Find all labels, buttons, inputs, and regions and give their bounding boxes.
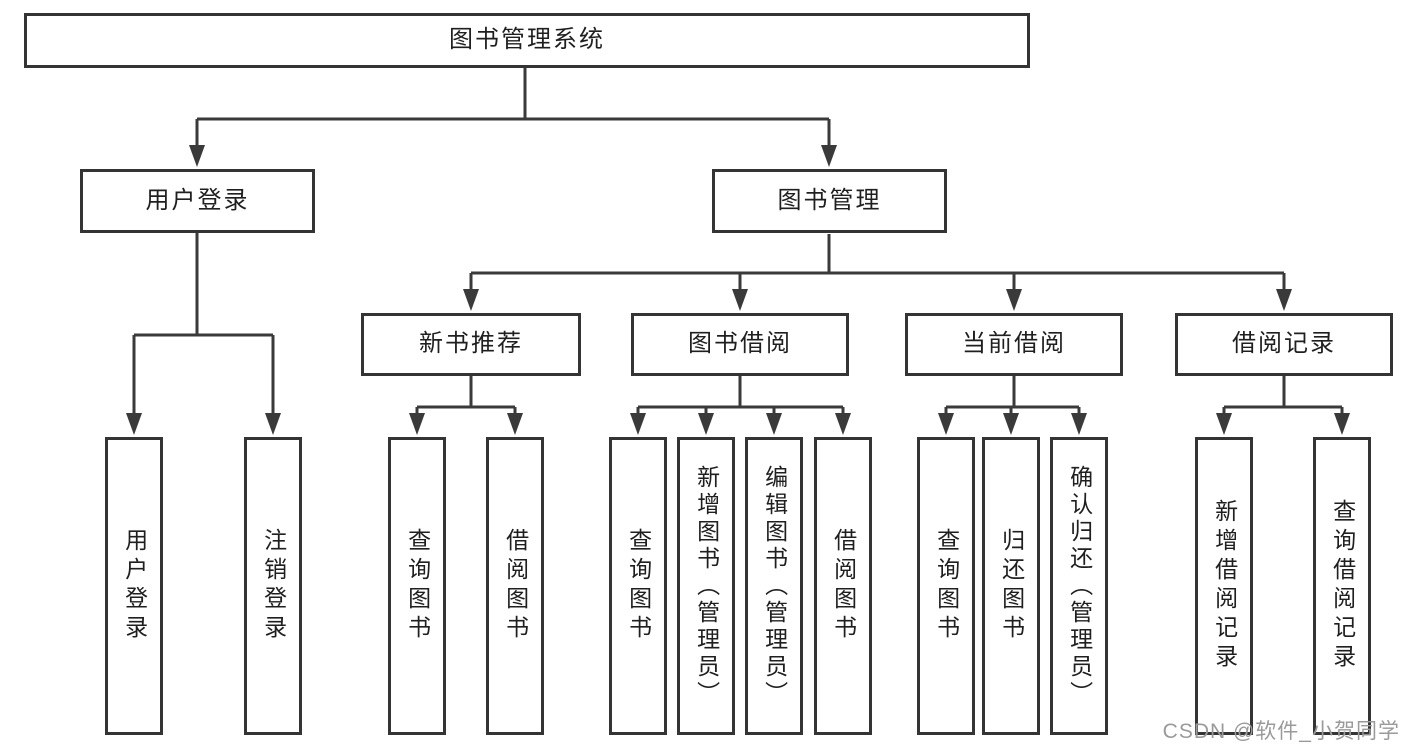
leaf-confirm-return-admin: 确认归还（管理员）	[1050, 437, 1108, 735]
node-book-management: 图书管理	[712, 169, 947, 233]
leaf-borrow-books: 借阅图书	[814, 437, 872, 735]
leaf-return-books: 归还图书	[982, 437, 1040, 735]
leaf-query-books-newbooks: 查询图书	[388, 437, 446, 735]
arrowheads	[126, 145, 1350, 435]
csdn-watermark: CSDN @软件_小贺同学	[1162, 720, 1400, 743]
node-user-login: 用户登录	[80, 169, 315, 233]
leaf-borrow-books-newbooks: 借阅图书	[486, 437, 544, 735]
leaf-logout: 注销登录	[244, 437, 302, 735]
leaf-add-borrow-record: 新增借阅记录	[1195, 437, 1253, 735]
node-root-system: 图书管理系统	[24, 13, 1030, 68]
leaf-query-books-borrow: 查询图书	[609, 437, 667, 735]
leaf-query-books-current: 查询图书	[917, 437, 975, 735]
leaf-query-borrow-record: 查询借阅记录	[1313, 437, 1371, 735]
leaf-edit-books-admin: 编辑图书（管理员）	[745, 437, 803, 735]
node-current-borrowing: 当前借阅	[905, 313, 1123, 376]
leaf-user-login: 用户登录	[105, 437, 163, 735]
node-new-book-recommend: 新书推荐	[361, 313, 581, 376]
node-borrowing-records: 借阅记录	[1175, 313, 1393, 376]
leaf-add-books-admin: 新增图书（管理员）	[677, 437, 735, 735]
node-book-borrowing: 图书借阅	[631, 313, 849, 376]
